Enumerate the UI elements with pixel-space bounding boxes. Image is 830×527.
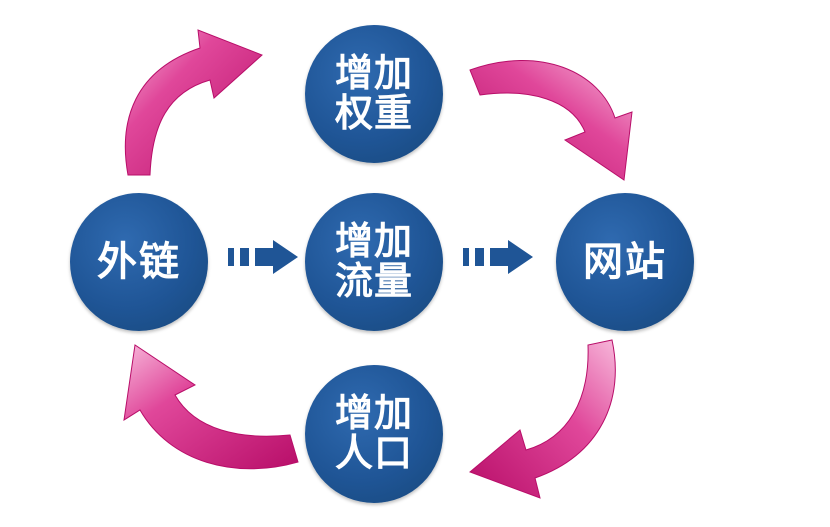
node-website: 网站 (556, 193, 694, 331)
node-label-line2: 人口 (334, 431, 413, 475)
dashed-right-arrow-icon (228, 240, 298, 274)
curved-arrow-icon (469, 339, 616, 499)
node-label-line2: 流量 (334, 259, 413, 303)
node-label-line1: 增加 (334, 219, 413, 264)
curved-arrow-icon (123, 344, 299, 470)
node-increase-traffic: 增加 流量 (305, 193, 443, 331)
node-label: 外链 (97, 239, 181, 285)
node-increase-population: 增加 人口 (305, 365, 443, 503)
node-label-line2: 权重 (334, 91, 413, 135)
node-backlinks: 外链 (70, 193, 208, 331)
curved-arrow-icon (124, 29, 263, 176)
node-increase-weight: 增加 权重 (305, 25, 443, 163)
curved-arrow-icon (469, 60, 633, 181)
dashed-right-arrow-icon (463, 240, 533, 274)
node-label-line1: 增加 (334, 391, 413, 436)
node-label-line1: 增加 (334, 51, 413, 96)
node-label: 网站 (583, 239, 667, 285)
